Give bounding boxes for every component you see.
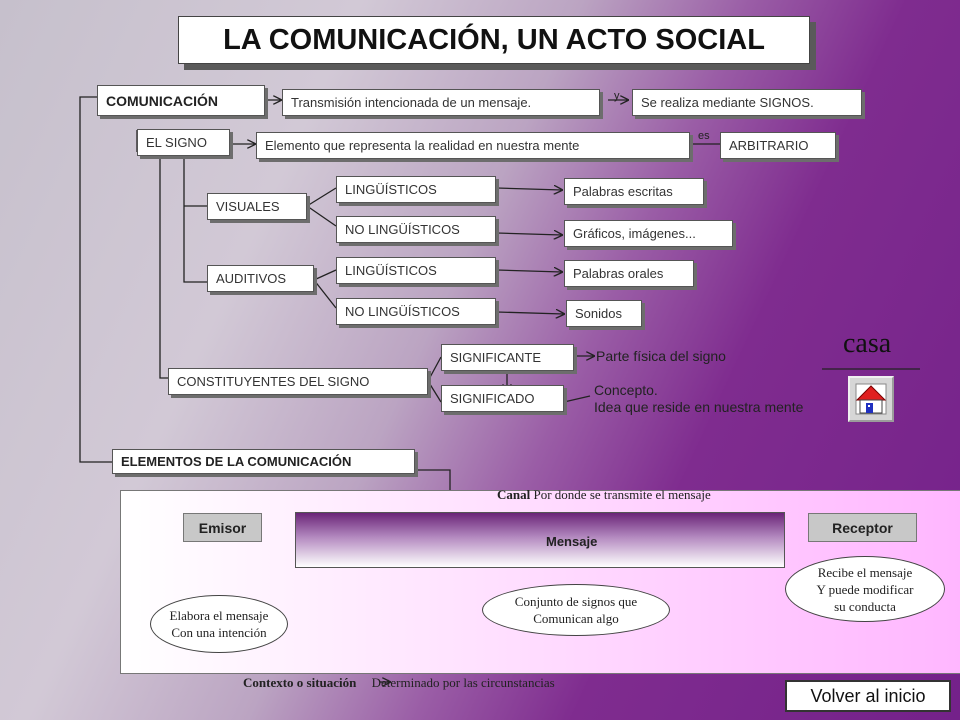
mensaje-note-1: Conjunto de signos que (514, 594, 638, 609)
receptor-label: Receptor (808, 513, 917, 542)
significante-definition: Parte física del signo (596, 348, 726, 364)
emisor-note-1: Elabora el mensaje (169, 608, 269, 623)
emisor-note-2: Con una intención (171, 625, 267, 640)
palabras-escritas: Palabras escritas (564, 178, 704, 205)
palabras-orales: Palabras orales (564, 260, 694, 287)
emisor-label: Emisor (183, 513, 262, 542)
receptor-note-2: Y puede modificar (816, 581, 914, 597)
home-icon (855, 383, 887, 415)
comunicacion-box[interactable]: COMUNICACIÓN (97, 85, 265, 116)
home-button[interactable] (848, 376, 894, 422)
significado-box: SIGNIFICADO (441, 385, 564, 412)
auditivos-no-linguisticos: NO LINGÜÍSTICOS (336, 298, 496, 325)
mensaje-note-2: Comunican algo (533, 611, 619, 626)
elementos-box[interactable]: ELEMENTOS DE LA COMUNICACIÓN (112, 449, 415, 474)
canal-bar (295, 512, 785, 568)
constituyentes-box[interactable]: CONSTITUYENTES DEL SIGNO (168, 368, 428, 395)
visuales-linguisticos: LINGÜÍSTICOS (336, 176, 496, 203)
connector-y: y (614, 90, 620, 102)
contexto-definition: Determinado por las circunstancias (371, 675, 555, 690)
canal-label: Canal (497, 487, 531, 502)
sonidos: Sonidos (566, 300, 642, 327)
significante-box: SIGNIFICANTE (441, 344, 574, 371)
connector-es: es (698, 130, 710, 142)
visuales-no-linguisticos: NO LINGÜÍSTICOS (336, 216, 496, 243)
auditivos-box[interactable]: AUDITIVOS (207, 265, 314, 292)
arbitrario-box: ARBITRARIO (720, 132, 836, 159)
visuales-box[interactable]: VISUALES (207, 193, 307, 220)
contexto-line: Contexto o situación Determinado por las… (243, 675, 555, 691)
signo-box[interactable]: EL SIGNO (137, 129, 230, 156)
canal-line: Canal Por donde se transmite el mensaje (497, 487, 711, 503)
auditivos-linguisticos: LINGÜÍSTICOS (336, 257, 496, 284)
contexto-label: Contexto o situación (243, 675, 357, 690)
significado-definition-2: Idea que reside en nuestra mente (594, 399, 804, 415)
signos-box: Se realiza mediante SIGNOS. (632, 89, 862, 116)
mensaje-label: Mensaje (546, 534, 598, 549)
comunicacion-definition: Transmisión intencionada de un mensaje. (282, 89, 600, 116)
receptor-note-3: su conducta (834, 598, 896, 614)
significado-definition-1: Concepto. (594, 382, 658, 398)
receptor-note-1: Recibe el mensaje (817, 564, 913, 580)
casa-word: casa (843, 328, 892, 359)
graficos-imagenes: Gráficos, imágenes... (564, 220, 733, 247)
canal-definition: Por donde se transmite el mensaje (533, 487, 711, 502)
signo-definition: Elemento que representa la realidad en n… (256, 132, 690, 159)
back-to-start-button[interactable]: Volver al inicio (785, 680, 951, 712)
page-title: LA COMUNICACIÓN, UN ACTO SOCIAL (178, 16, 810, 64)
